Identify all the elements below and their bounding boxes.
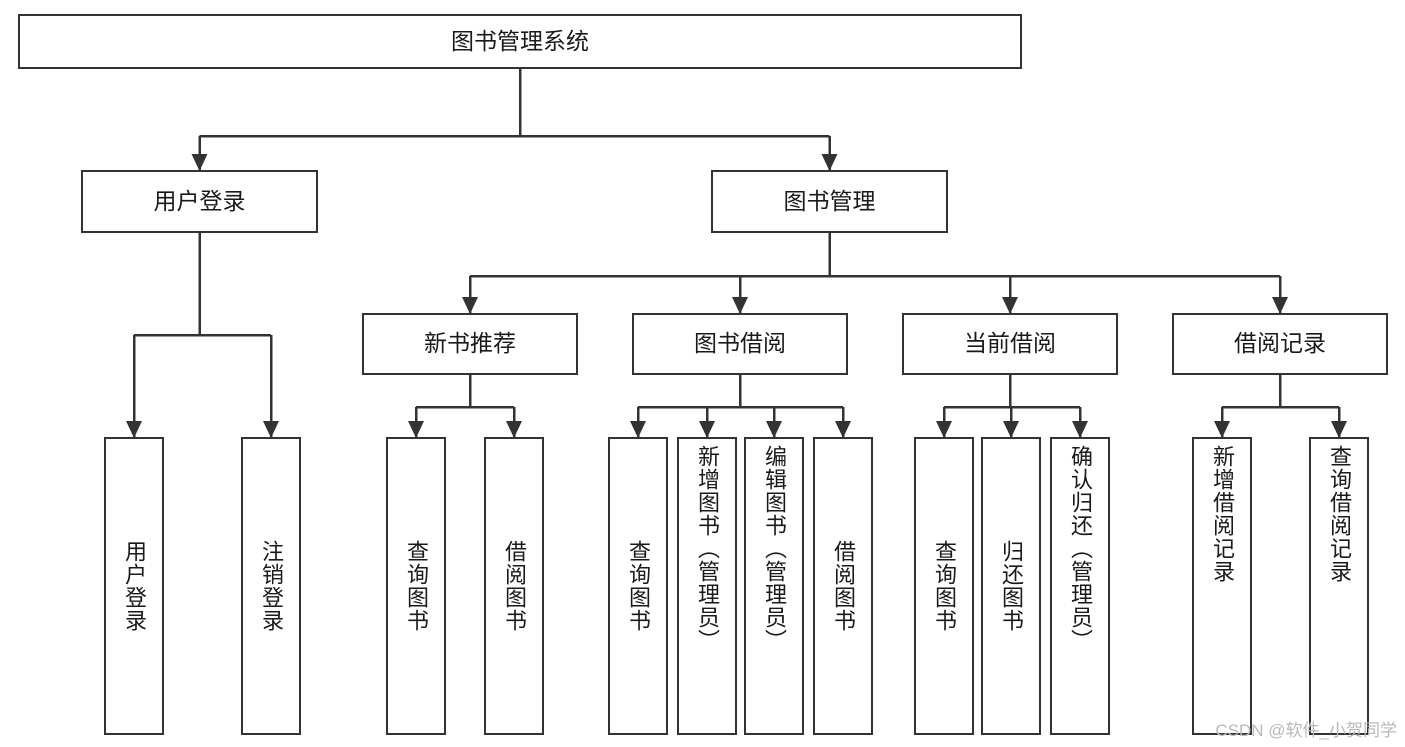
node-leaf-query-book-2[interactable]: 查询图书 [608,437,668,735]
node-book-manage[interactable]: 图书管理 [711,170,948,233]
node-label: 查询图书 [931,540,957,632]
node-label: 用户登录 [121,540,147,632]
edge-arrowhead-icon [732,297,748,314]
node-book-borrow[interactable]: 图书借阅 [632,313,848,375]
edge-arrowhead-icon [1072,421,1088,438]
node-label: 借阅图书 [830,540,856,632]
edge-arrowhead-icon [630,421,646,438]
node-leaf-user-login[interactable]: 用户登录 [104,437,164,735]
edge-arrowhead-icon [263,421,279,438]
edge-arrowhead-icon [462,297,478,314]
edge-arrowhead-icon [1331,421,1347,438]
edge-arrowhead-icon [191,154,208,171]
node-label: 新增图书（管理员） [694,445,720,652]
node-label: 当前借阅 [964,330,1056,357]
node-label: 新增借阅记录 [1209,445,1235,583]
edge-arrowhead-icon [1003,421,1019,438]
node-leaf-query-book-1[interactable]: 查询图书 [386,437,446,735]
node-new-book-rec[interactable]: 新书推荐 [362,313,578,375]
edge-arrowhead-icon [1214,421,1230,438]
node-label: 用户登录 [153,187,246,214]
node-label: 注销登录 [258,540,284,632]
node-label: 归还图书 [998,540,1024,632]
node-label: 借阅记录 [1234,330,1326,357]
edge-arrowhead-icon [1272,297,1288,314]
node-leaf-user-logout[interactable]: 注销登录 [241,437,301,735]
node-label: 查询图书 [625,540,651,632]
node-label: 查询借阅记录 [1326,445,1352,583]
node-leaf-add-book[interactable]: 新增图书（管理员） [677,437,737,735]
node-leaf-borrow-book-1[interactable]: 借阅图书 [484,437,544,735]
node-label: 图书管理系统 [451,27,589,54]
node-leaf-confirm-return[interactable]: 确认归还（管理员） [1050,437,1110,735]
node-label: 查询图书 [403,540,429,632]
node-user-login[interactable]: 用户登录 [81,170,318,233]
node-label: 图书管理 [783,187,876,214]
edge-arrowhead-icon [126,421,142,438]
edge-arrowhead-icon [699,421,715,438]
node-label: 图书借阅 [694,330,786,357]
node-leaf-borrow-book-2[interactable]: 借阅图书 [813,437,873,735]
node-label: 编辑图书（管理员） [761,445,787,652]
node-leaf-query-record[interactable]: 查询借阅记录 [1309,437,1369,735]
node-leaf-edit-book[interactable]: 编辑图书（管理员） [744,437,804,735]
edge-arrowhead-icon [835,421,851,438]
node-leaf-add-record[interactable]: 新增借阅记录 [1192,437,1252,735]
edge-arrowhead-icon [506,421,522,438]
edge-arrowhead-icon [821,154,838,171]
node-label: 借阅图书 [501,540,527,632]
edge-arrowhead-icon [408,421,424,438]
node-borrow-record[interactable]: 借阅记录 [1172,313,1388,375]
node-leaf-query-book-3[interactable]: 查询图书 [914,437,974,735]
edge-arrowhead-icon [1002,297,1018,314]
node-current-borrow[interactable]: 当前借阅 [902,313,1118,375]
node-root[interactable]: 图书管理系统 [18,14,1022,69]
node-label: 新书推荐 [424,330,516,357]
node-label: 确认归还（管理员） [1067,445,1093,652]
node-leaf-return-book[interactable]: 归还图书 [981,437,1041,735]
edge-arrowhead-icon [766,421,782,438]
edge-arrowhead-icon [936,421,952,438]
